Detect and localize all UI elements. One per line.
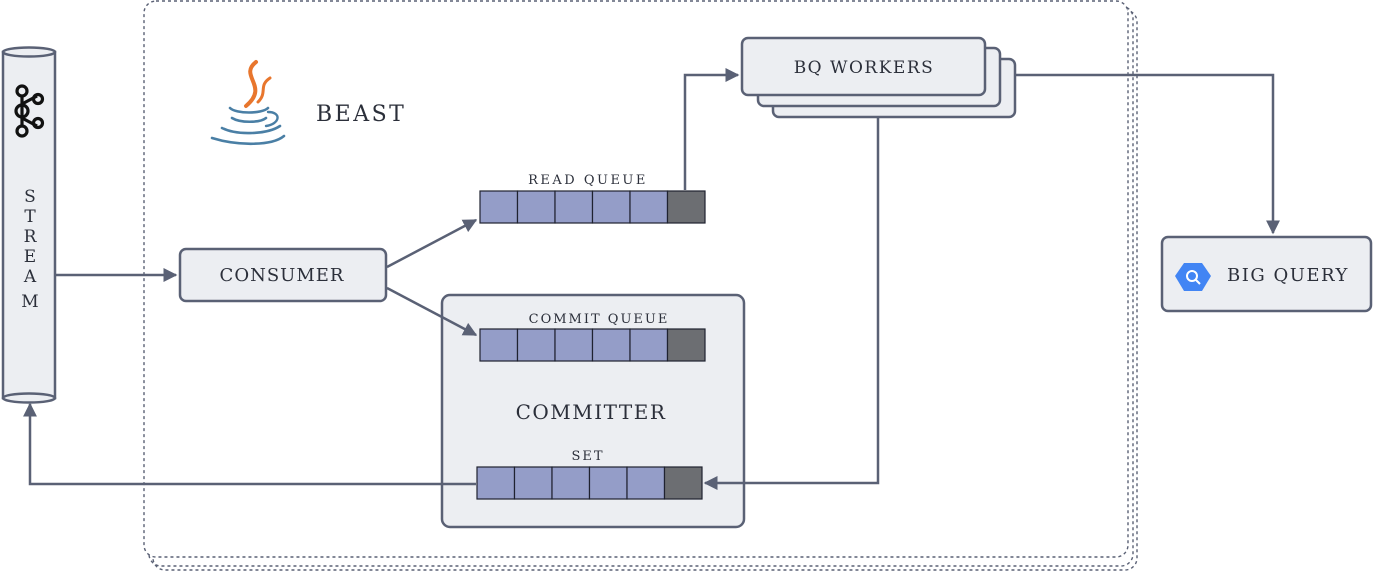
queue-cell (666, 190, 706, 224)
bigquery-icon (1175, 263, 1211, 291)
queue-cell (554, 190, 594, 224)
arrow-bq-workers-to-big-query (1015, 73, 1280, 235)
queue-cell (476, 466, 516, 500)
consumer-box: CONSUMER (178, 247, 388, 303)
stream-label: S T R E A M (21, 187, 38, 312)
queue-cell (591, 328, 631, 362)
queue-cell (591, 190, 631, 224)
commit-queue (479, 328, 706, 362)
queue-cell (626, 466, 666, 500)
arrow-read-queue-to-bq-workers (683, 68, 740, 190)
kafka-icon (14, 84, 45, 138)
arrow-consumer-to-commit-queue (386, 286, 478, 337)
queue-cell (663, 466, 703, 500)
stream-letter: M (21, 292, 38, 312)
stream-letter: A (23, 267, 37, 287)
big-query-box: BIG QUERY (1160, 235, 1373, 313)
arrow-bq-workers-to-set (703, 117, 880, 490)
queue-cell (516, 190, 556, 224)
queue-cell (479, 190, 519, 224)
set-queue (476, 466, 703, 500)
read-queue (479, 190, 706, 224)
queue-cell (666, 328, 706, 362)
stream-letter: T (24, 207, 36, 227)
queue-cell (516, 328, 556, 362)
queue-cell (554, 328, 594, 362)
queue-cell (551, 466, 591, 500)
big-query-label: BIG QUERY (1227, 265, 1349, 286)
arrow-consumer-to-read-queue (386, 218, 478, 269)
stream-letter: S (24, 187, 36, 207)
committer-label: COMMITTER (516, 400, 667, 424)
queue-cell (513, 466, 553, 500)
set-label: SET (571, 449, 604, 464)
queue-cell (629, 190, 669, 224)
bq-workers-stack: BQ WORKERS (740, 36, 1017, 119)
beast-container (143, 0, 1138, 571)
queue-cell (588, 466, 628, 500)
stream-letter: R (24, 227, 38, 247)
connectors (23, 68, 1280, 490)
commit-queue-label: COMMIT QUEUE (529, 312, 670, 327)
read-queue-label: READ QUEUE (528, 173, 648, 188)
consumer-label: CONSUMER (220, 265, 345, 286)
beast-label: BEAST (316, 102, 406, 127)
bq-workers-label: BQ WORKERS (794, 58, 935, 78)
queue-cell (629, 328, 669, 362)
arrow-set-to-stream (23, 402, 476, 486)
queue-cell (479, 328, 519, 362)
stream-letter: E (24, 247, 36, 267)
java-icon (210, 60, 286, 146)
